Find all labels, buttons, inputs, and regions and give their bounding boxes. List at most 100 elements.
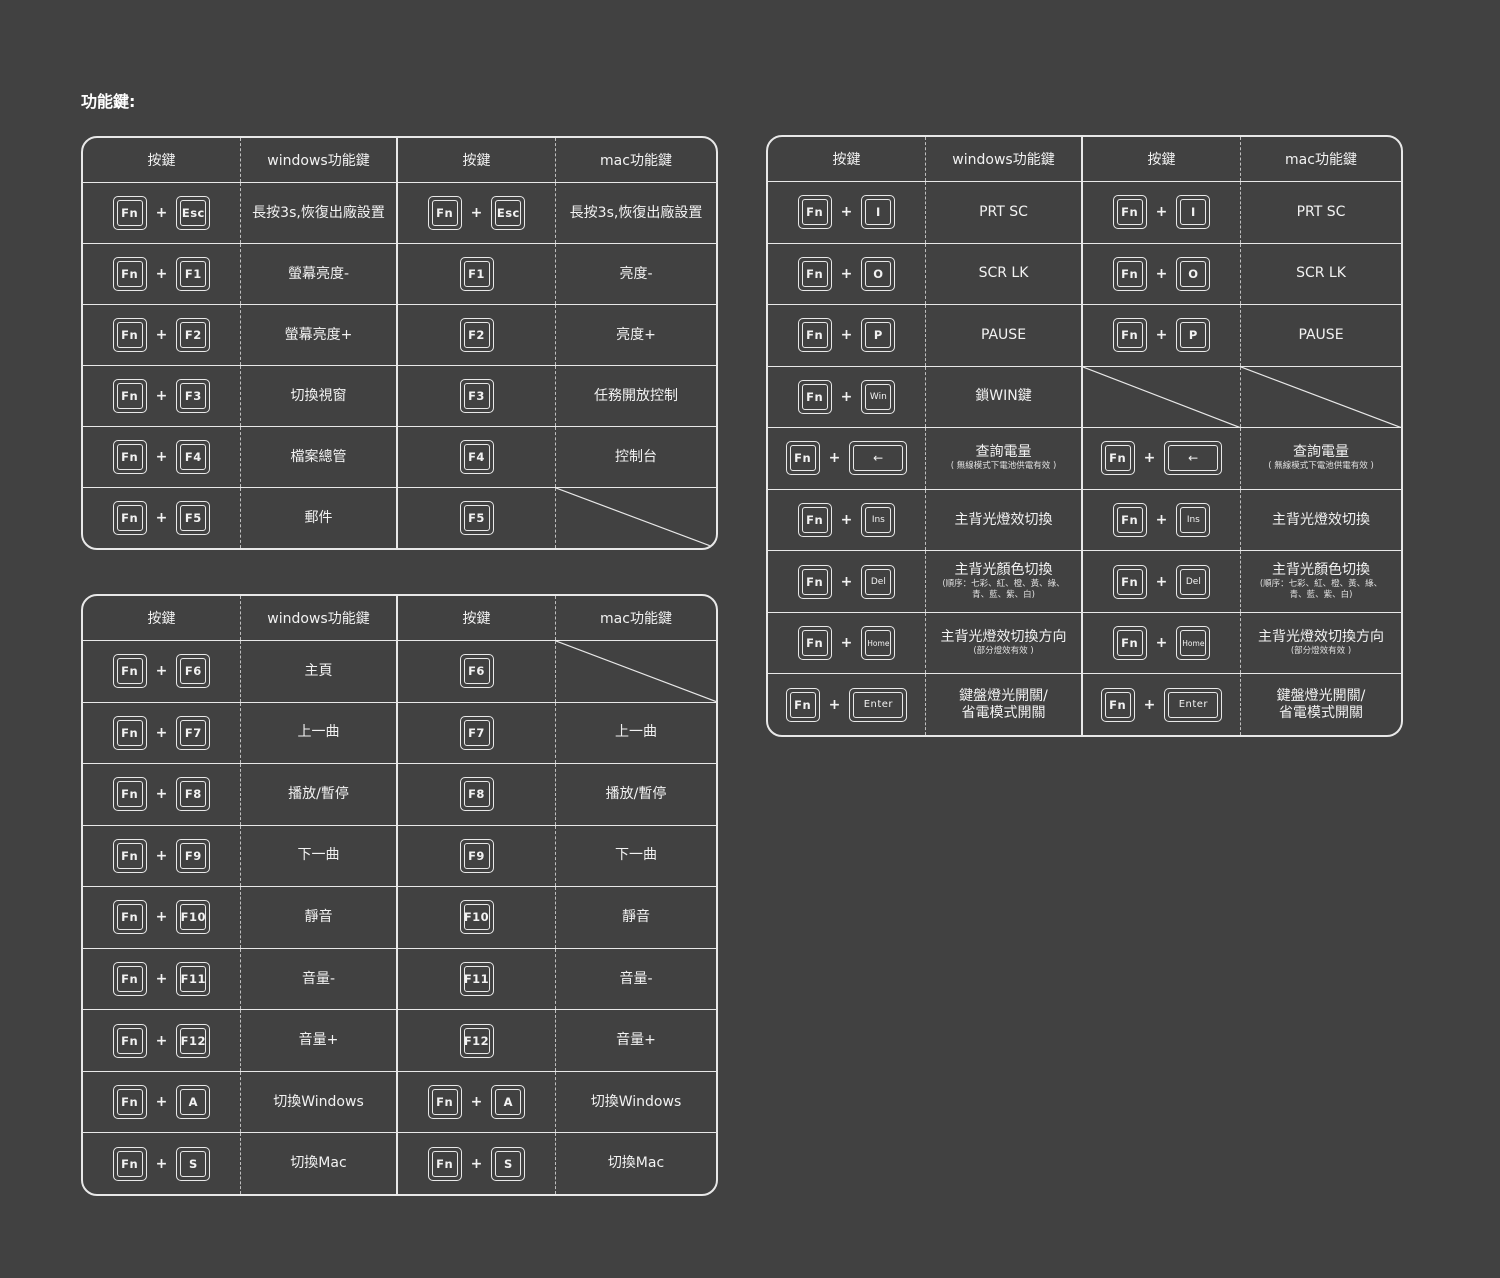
key-combination: Fn+←: [785, 441, 908, 476]
function-description: 音量-: [619, 970, 653, 987]
not-applicable-slash: [556, 488, 716, 548]
key-combination: Fn+F4: [112, 440, 211, 474]
key-home-keycap: Home: [1176, 626, 1211, 661]
mac-function-cell: 長按3s,恢復出廠設置: [556, 183, 716, 243]
key-f4-keycap: F4: [459, 440, 494, 474]
windows-keys-cell: Fn+F1: [83, 244, 241, 304]
key-combination: Fn+←: [1100, 441, 1223, 476]
mac-keys-cell: F5: [398, 488, 556, 548]
mac-keys-cell: F8: [398, 764, 556, 825]
key-f11-keycap: F11: [459, 962, 494, 997]
windows-function-cell: PAUSE: [926, 305, 1083, 366]
key-combination: Fn+F3: [112, 379, 211, 413]
function-description: 切換Windows: [590, 1093, 682, 1110]
mac-keys-cell: Fn+Home: [1083, 612, 1241, 674]
function-description: 郵件: [304, 509, 333, 526]
key-esc-keycap: Esc: [176, 196, 211, 230]
key-combination: F9: [459, 838, 494, 873]
function-description: 播放/暫停: [288, 785, 349, 802]
plus-sign: +: [1143, 450, 1156, 467]
function-description: 上一曲: [297, 724, 340, 741]
function-description: 螢幕亮度+: [284, 326, 353, 343]
key-ins-keycap: Ins: [1176, 503, 1211, 538]
key-fn-keycap: Fn: [1112, 503, 1147, 538]
key-f3-keycap: F3: [459, 379, 494, 413]
plus-sign: +: [155, 510, 168, 526]
plus-sign: +: [1143, 696, 1156, 713]
key-fn-keycap: Fn: [112, 715, 147, 750]
mac-function-cell: 切換Windows: [556, 1072, 716, 1133]
plus-sign: +: [155, 1032, 168, 1049]
function-description: 播放/暫停: [605, 785, 667, 802]
plus-sign: +: [470, 1155, 483, 1172]
windows-keys-cell: Fn+Home: [768, 612, 926, 674]
function-description: 音量-: [301, 970, 336, 987]
function-note: (部分燈效有效 ): [973, 646, 1034, 657]
key-fn-keycap: Fn: [112, 654, 147, 689]
key-f1-keycap: F1: [459, 257, 494, 291]
key-combination: Fn+A: [427, 1085, 526, 1120]
key-combination: Fn+F6: [112, 654, 211, 689]
mac-function-cell: PRT SC: [1241, 182, 1401, 243]
windows-keys-cell: Fn+F9: [83, 825, 241, 887]
mac-keys-cell: Fn+P: [1083, 305, 1241, 366]
key-i-keycap: I: [1176, 195, 1211, 230]
key-fn-keycap: Fn: [1112, 626, 1147, 661]
function-description: 主頁: [304, 662, 333, 679]
windows-function-cell: 切換Windows: [241, 1071, 398, 1133]
key-combination: F10: [459, 900, 494, 935]
key-combination: Fn+Esc: [427, 196, 526, 230]
mac-function-cell: 上一曲: [556, 703, 716, 764]
plus-sign: +: [1155, 327, 1168, 344]
mac-function-cell: 靜音: [556, 887, 716, 948]
mac-keys-cell: Fn+O: [1083, 243, 1241, 305]
key-combination: Fn+S: [427, 1146, 526, 1181]
function-description: SCR LK: [1296, 265, 1346, 282]
windows-keys-cell: Fn+P: [768, 305, 926, 366]
key-f7-keycap: F7: [176, 715, 211, 750]
key-f8-keycap: F8: [176, 777, 211, 812]
key-fn-keycap: Fn: [112, 962, 147, 997]
mac-function-cell: 控制台: [556, 427, 716, 487]
key-fn-keycap: Fn: [1112, 256, 1147, 291]
windows-function-cell: 切換視窗: [241, 366, 398, 426]
key-esc-keycap: Esc: [491, 196, 526, 230]
mac-function-cell: 播放/暫停: [556, 764, 716, 825]
function-description: 鍵盤燈光開關/ 省電模式開關: [1276, 687, 1366, 721]
plus-sign: +: [155, 847, 168, 864]
key-fn-keycap: Fn: [797, 195, 832, 230]
key-f5-keycap: F5: [459, 501, 494, 535]
function-description: 切換Mac: [607, 1155, 665, 1172]
key-f10-keycap: F10: [459, 900, 494, 935]
key-f5-keycap: F5: [176, 501, 211, 535]
function-description: 切換視窗: [290, 387, 347, 404]
function-description: 主背光顏色切換: [954, 562, 1053, 579]
plus-sign: +: [470, 1094, 483, 1111]
column-header: windows功能鍵: [241, 138, 398, 182]
key-f6-keycap: F6: [176, 654, 211, 689]
column-header: mac功能鍵: [600, 611, 672, 627]
key-combination: F6: [459, 654, 494, 689]
function-note: (順序：七彩、紅、橙、黃、綠、 青、藍、紫、白): [942, 579, 1065, 601]
windows-keys-cell: Fn+F10: [83, 887, 241, 948]
mac-keys-cell: F4: [398, 427, 556, 487]
windows-function-cell: 主背光燈效切換: [926, 489, 1083, 551]
key-combination: Fn+S: [112, 1146, 211, 1181]
left-arrow-icon: ←: [873, 451, 884, 466]
plus-sign: +: [840, 512, 853, 529]
windows-function-cell: 螢幕亮度+: [241, 305, 398, 365]
key-fn-keycap: Fn: [112, 440, 147, 474]
key-combination: Fn+P: [1112, 318, 1211, 353]
key-combination: Fn+F12: [112, 1023, 211, 1058]
windows-function-cell: 郵件: [241, 488, 398, 548]
key-f9-keycap: F9: [459, 838, 494, 873]
plus-sign: +: [155, 327, 168, 343]
key-combination: F4: [459, 440, 494, 474]
